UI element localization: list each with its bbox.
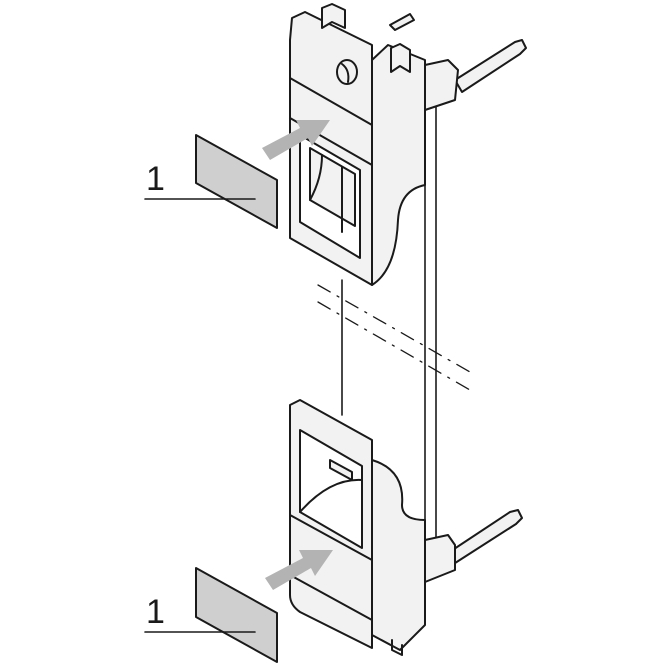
label-plate-upper (195, 134, 278, 229)
upper-housing (289, 3, 527, 286)
label-plate-lower (195, 567, 278, 663)
lower-housing (289, 399, 523, 656)
callout-label-upper: 1 (146, 160, 165, 198)
break-lines (317, 284, 471, 391)
insert-arrow-lower (265, 550, 333, 590)
callout-label-lower: 1 (146, 593, 165, 631)
insert-arrow-upper (262, 120, 330, 160)
